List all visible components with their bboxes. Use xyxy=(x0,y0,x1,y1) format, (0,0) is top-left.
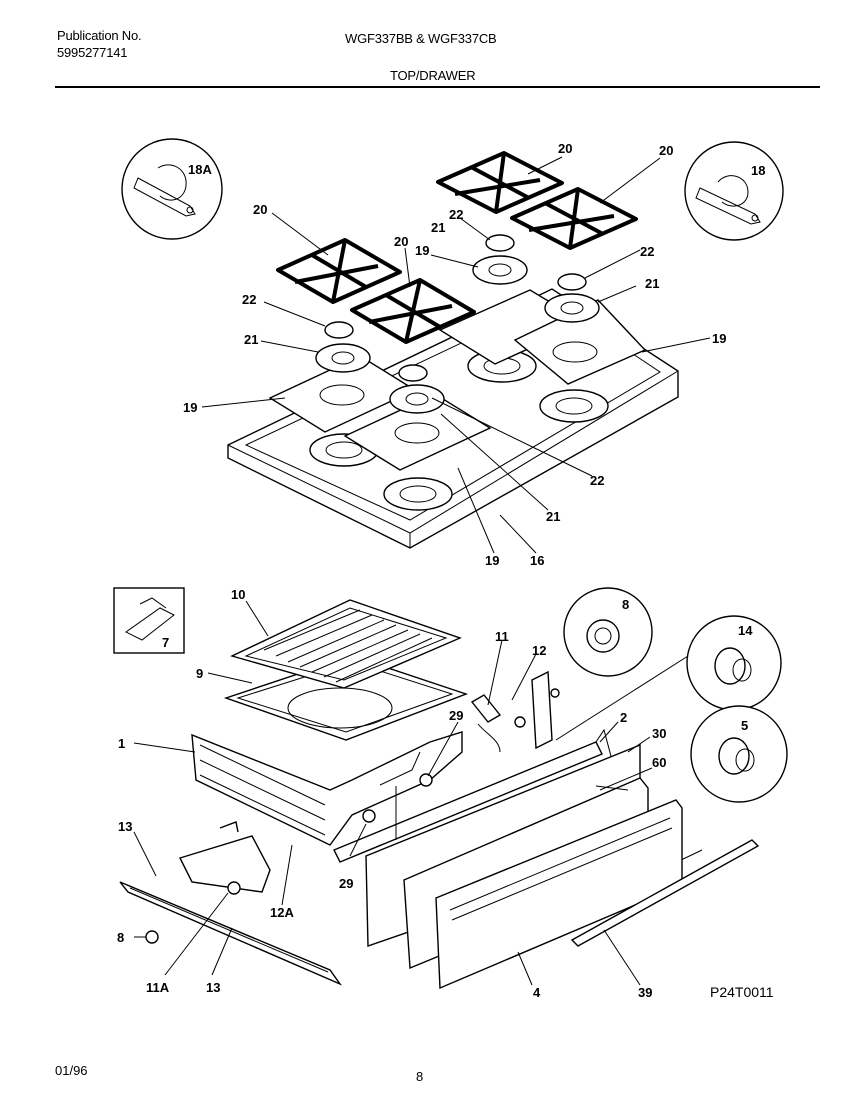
callout-2: 2 xyxy=(620,710,627,725)
callout-9: 9 xyxy=(196,666,203,681)
burner-rings-and-caps xyxy=(315,234,600,414)
callout-12: 12 xyxy=(532,643,546,658)
callout-11a: 11A xyxy=(146,980,170,995)
callout-22-bottom: 22 xyxy=(590,473,604,488)
callout-4: 4 xyxy=(533,985,541,1000)
callout-13-lower: 13 xyxy=(206,980,220,995)
callout-19-right: 19 xyxy=(712,331,726,346)
callout-labels: 18A 18 20 20 20 20 22 22 22 22 21 21 21 … xyxy=(117,141,765,1000)
callout-29-upper: 29 xyxy=(449,708,463,723)
callout-8: 8 xyxy=(117,930,124,945)
callout-13-upper: 13 xyxy=(118,819,132,834)
callout-19-left: 19 xyxy=(183,400,197,415)
callout-39: 39 xyxy=(638,985,652,1000)
callout-18a: 18A xyxy=(188,162,212,177)
broiler-pan xyxy=(223,655,469,741)
footer-date: 01/96 xyxy=(55,1063,88,1078)
callout-11: 11 xyxy=(495,629,509,644)
callout-20-right: 20 xyxy=(659,143,673,158)
callout-8-detail: 8 xyxy=(622,597,629,612)
callout-1: 1 xyxy=(118,736,125,751)
callout-22-right: 22 xyxy=(640,244,654,259)
detail-circle-8 xyxy=(563,587,653,677)
burner-grates xyxy=(276,151,638,344)
bottom-leaders xyxy=(133,600,653,986)
detail-circle-14 xyxy=(686,615,782,711)
callout-29-lower: 29 xyxy=(339,876,353,891)
callout-20-left: 20 xyxy=(253,202,267,217)
callout-10: 10 xyxy=(231,587,245,602)
callout-60: 60 xyxy=(652,755,666,770)
callout-19-top: 19 xyxy=(415,243,429,258)
detail-circle-18 xyxy=(684,141,784,241)
drawing-id: P24T0011 xyxy=(710,984,774,1000)
drawer-panels xyxy=(365,743,683,990)
top-leaders xyxy=(201,156,711,554)
callout-22-top: 22 xyxy=(449,207,463,222)
callout-30: 30 xyxy=(652,726,666,741)
callout-19-bottom: 19 xyxy=(485,553,499,568)
callout-5: 5 xyxy=(741,718,748,733)
header-rule xyxy=(55,86,820,88)
callout-20-top: 20 xyxy=(558,141,572,156)
brackets-11-12 xyxy=(470,670,560,753)
callout-18: 18 xyxy=(751,163,765,178)
detail-circle-18a xyxy=(121,138,223,240)
drawer-body xyxy=(191,731,463,846)
callout-14: 14 xyxy=(738,623,753,638)
callout-22-left: 22 xyxy=(242,292,256,307)
callout-16: 16 xyxy=(530,553,544,568)
callout-21-right: 21 xyxy=(645,276,659,291)
model-numbers: WGF337BB & WGF337CB xyxy=(345,31,497,46)
callout-20-center: 20 xyxy=(394,234,408,249)
callout-7: 7 xyxy=(162,635,169,650)
drawer-trim xyxy=(570,839,760,947)
callout-21-bottom: 21 xyxy=(546,509,560,524)
detail-box-7 xyxy=(113,587,185,654)
broiler-grid xyxy=(230,599,462,689)
publication-number: 5995277141 xyxy=(57,45,128,60)
callout-12a: 12A xyxy=(270,905,294,920)
publication-label: Publication No. xyxy=(57,28,142,43)
detail-circle-5 xyxy=(690,705,788,803)
callout-21-top: 21 xyxy=(431,220,445,235)
section-title: TOP/DRAWER xyxy=(390,68,476,83)
callout-21-left: 21 xyxy=(244,332,258,347)
page-number: 8 xyxy=(416,1069,424,1084)
